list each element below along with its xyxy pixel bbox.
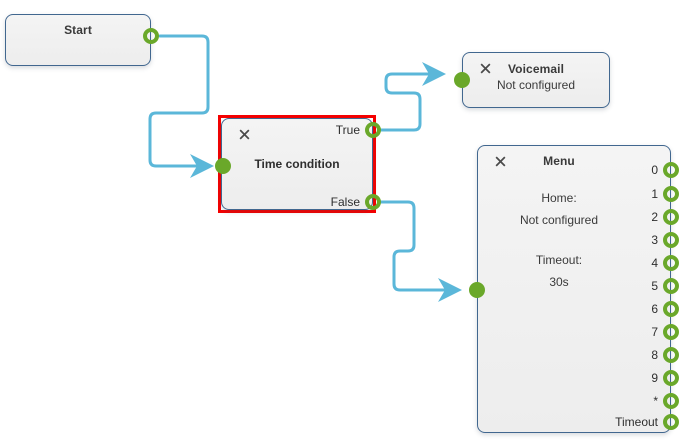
port-label-menu-8: 8	[651, 348, 658, 362]
connector-menu-in-0[interactable]	[469, 282, 485, 298]
connector-start-out-0[interactable]	[143, 28, 159, 44]
port-label-menu-1: 1	[651, 187, 658, 201]
port-label-menu-7: 7	[651, 325, 658, 339]
connector-menu-out-7[interactable]	[663, 324, 679, 340]
port-label-menu-timeout: Timeout	[615, 415, 658, 429]
connector-menu-out-1[interactable]	[663, 186, 679, 202]
close-icon[interactable]	[238, 128, 251, 141]
port-label-menu-3: 3	[651, 233, 658, 247]
connector-menu-out-6[interactable]	[663, 301, 679, 317]
connector-voicemail-in-0[interactable]	[454, 72, 470, 88]
edge-time-condition-true-to-voicemail[interactable]	[379, 72, 430, 132]
connector-menu-out-8[interactable]	[663, 347, 679, 363]
node-subtitle-voicemail: Not configured	[496, 78, 576, 92]
node-text-menu-1: Not configured	[519, 213, 599, 227]
close-icon[interactable]	[479, 62, 492, 75]
node-text-menu-4: 30s	[549, 275, 569, 289]
connector-menu-out-9[interactable]	[663, 370, 679, 386]
node-start[interactable]: Start	[5, 14, 151, 66]
connector-menu-out-timeout[interactable]	[663, 414, 679, 430]
port-label-menu-4: 4	[651, 256, 658, 270]
node-text-menu-3: Timeout:	[535, 253, 583, 267]
port-label-menu-5: 5	[651, 279, 658, 293]
port-label-time-condition-true: True	[335, 123, 360, 137]
edge-time-condition-false-to-menu[interactable]	[379, 200, 446, 292]
port-label-menu-0: 0	[651, 163, 658, 177]
port-label-menu-*: *	[653, 394, 658, 408]
node-title-voicemail: Voicemail	[507, 62, 565, 76]
port-label-menu-9: 9	[651, 371, 658, 385]
connector-time-condition-out-false[interactable]	[365, 194, 381, 210]
connector-menu-out-*[interactable]	[663, 393, 679, 409]
connector-menu-out-5[interactable]	[663, 278, 679, 294]
port-label-menu-2: 2	[651, 210, 658, 224]
arrow-to-time-condition	[190, 154, 214, 178]
node-title-menu: Menu	[543, 154, 575, 168]
connector-menu-out-2[interactable]	[663, 209, 679, 225]
arrow-to-voicemail	[422, 62, 446, 86]
node-title-time-condition: Time condition	[254, 157, 340, 171]
node-title-start: Start	[64, 23, 92, 37]
connector-menu-out-0[interactable]	[663, 162, 679, 178]
selection-outline-time-condition: Time condition	[218, 115, 376, 213]
port-label-time-condition-false: False	[330, 195, 360, 209]
edge-start-to-time-condition[interactable]	[148, 34, 210, 168]
connector-time-condition-out-true[interactable]	[365, 122, 381, 138]
node-text-menu-0: Home:	[541, 191, 577, 205]
connector-menu-out-4[interactable]	[663, 255, 679, 271]
port-label-menu-6: 6	[651, 302, 658, 316]
connector-menu-out-3[interactable]	[663, 232, 679, 248]
arrow-to-menu	[438, 278, 462, 302]
close-icon[interactable]	[494, 155, 507, 168]
connector-time-condition-in-0[interactable]	[215, 158, 231, 174]
node-time-condition[interactable]: Time condition	[221, 118, 373, 210]
